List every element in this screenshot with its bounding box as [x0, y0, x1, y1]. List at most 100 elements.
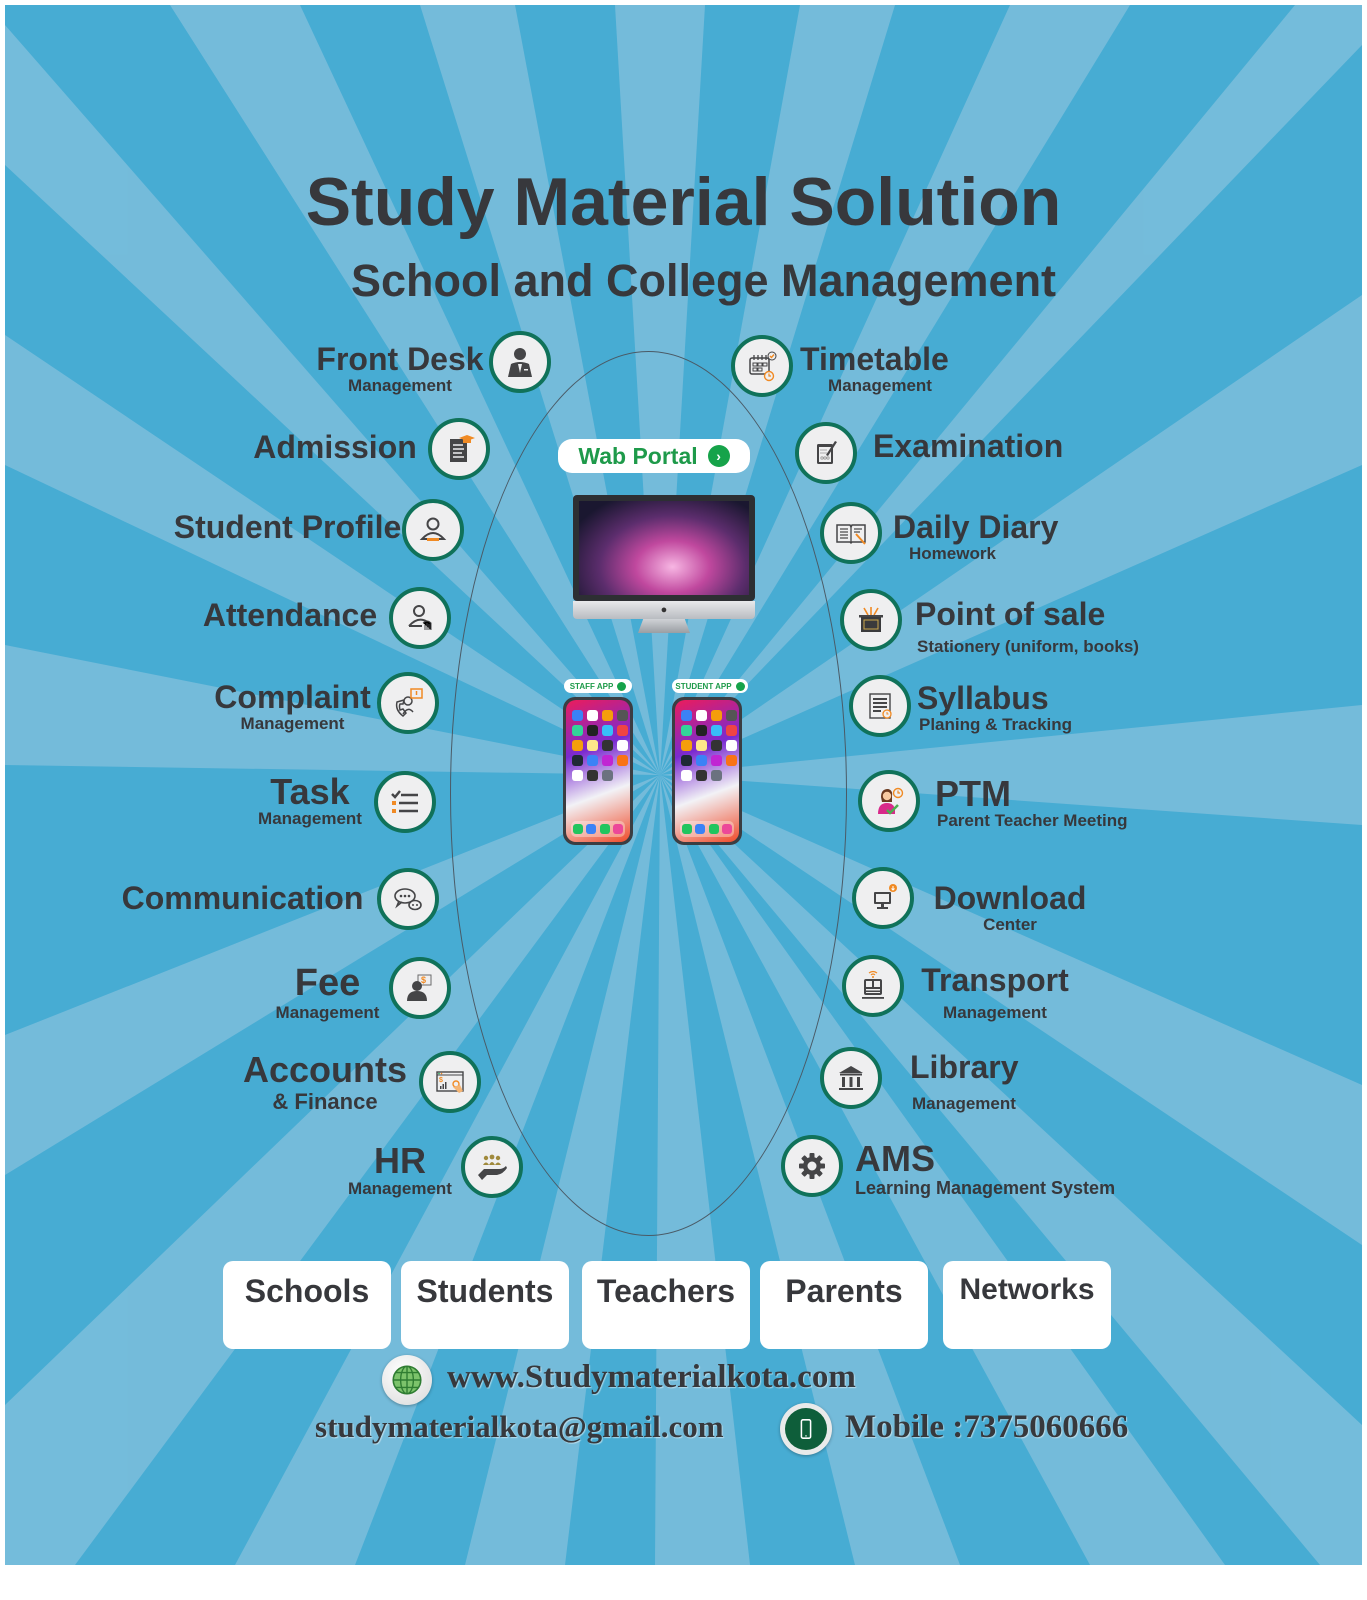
feature-title: Task — [270, 771, 350, 812]
staff-app-phone-image — [563, 697, 633, 845]
feature-timetable: Timetable Management — [800, 342, 960, 396]
feature-title: PTM — [935, 773, 1011, 814]
center-ellipse-outline — [450, 351, 847, 1236]
feature-communication: Communication — [110, 881, 375, 915]
staff-app-button[interactable]: STAFF APP — [564, 679, 632, 693]
download-monitor-icon — [852, 867, 914, 929]
page-subtitle: School and College Management — [350, 255, 1057, 306]
feature-task: Task Management — [245, 771, 375, 829]
open-book-icon — [820, 502, 882, 564]
feature-download: Download Center — [925, 881, 1095, 935]
feature-subtitle: Management — [275, 1003, 380, 1022]
svg-text:$: $ — [439, 1077, 443, 1084]
svg-text:$: $ — [421, 975, 426, 985]
page-title: Study Material Solution — [305, 164, 1062, 240]
feature-complaint: Complaint Management — [205, 680, 380, 734]
web-portal-label: Wab Portal — [578, 442, 698, 469]
fee-payment-icon: $ — [389, 957, 451, 1019]
mobile-number[interactable]: Mobile :7375060666 — [845, 1409, 1129, 1445]
feature-title: Admission — [253, 429, 417, 465]
feature-subtitle: Management — [348, 1179, 452, 1198]
feature-subtitle: Management — [348, 376, 452, 395]
bus-icon — [842, 955, 904, 1017]
fingerprint-user-icon — [389, 587, 451, 649]
feature-title: Library — [910, 1049, 1019, 1085]
audience-card-networks[interactable]: Networks — [943, 1261, 1111, 1349]
poster: Study Material Solution School and Colle… — [5, 5, 1362, 1565]
feature-admission: Admission — [245, 430, 425, 464]
audience-card-teachers[interactable]: Teachers — [582, 1261, 750, 1349]
web-portal-button[interactable]: Wab Portal › — [558, 439, 750, 473]
feature-subtitle: Learning Management System — [855, 1178, 1116, 1198]
feature-title: AMS — [855, 1138, 935, 1179]
feature-subtitle: Management — [943, 1003, 1047, 1022]
feature-student-profile: Student Profile — [170, 510, 405, 544]
feature-title: Transport — [921, 962, 1069, 998]
exam-pen-icon — [795, 422, 857, 484]
staff-app-label: STAFF APP — [569, 681, 614, 691]
parent-meeting-icon — [858, 770, 920, 832]
receptionist-icon — [489, 331, 551, 393]
checklist-icon — [374, 771, 436, 833]
chat-bubbles-icon — [377, 868, 439, 930]
feature-title: HR — [374, 1140, 426, 1181]
feature-front-desk: Front Desk Management — [310, 342, 490, 396]
audience-card-schools[interactable]: Schools — [223, 1261, 391, 1349]
feature-subtitle: Center — [983, 915, 1037, 934]
feature-daily-diary: Daily Diary Homework — [893, 510, 1073, 564]
feature-title: Complaint — [214, 679, 371, 715]
feature-subtitle: & Finance — [272, 1089, 378, 1114]
feature-syllabus: Syllabus Planing & Tracking — [917, 681, 1117, 735]
arrow-right-icon: › — [707, 445, 730, 467]
arrow-right-icon — [735, 681, 745, 691]
feature-subtitle: Planing & Tracking — [919, 715, 1073, 734]
feature-transport: Transport Management — [915, 963, 1075, 1023]
user-profile-icon — [402, 499, 464, 561]
feature-subtitle: Stationery (uniform, books) — [917, 637, 1139, 656]
feature-title: Attendance — [202, 597, 378, 633]
feature-ams: AMS Learning Management System — [855, 1138, 1145, 1199]
audience-card-students[interactable]: Students — [401, 1261, 569, 1349]
feature-title: Fee — [294, 962, 361, 1004]
feature-subtitle: Homework — [909, 544, 996, 563]
gear-icon — [781, 1135, 843, 1197]
mobile-phone-icon — [780, 1403, 832, 1455]
desktop-monitor-image: ● — [573, 495, 755, 641]
feature-subtitle: Management — [258, 809, 362, 828]
feature-examination: Examination — [873, 429, 1083, 463]
feature-title: Student Profile — [173, 509, 402, 545]
student-app-phone-image — [672, 697, 742, 845]
audience-card-parents[interactable]: Parents — [760, 1261, 928, 1349]
feature-subtitle: Management — [240, 714, 345, 733]
feature-hr: HR Management — [335, 1143, 465, 1199]
feature-title: Download — [933, 880, 1087, 916]
feature-ptm: PTM Parent Teacher Meeting — [935, 773, 1175, 831]
finance-dashboard-icon: $ — [419, 1051, 481, 1113]
calendar-clock-icon — [731, 335, 793, 397]
feature-title: Timetable — [800, 341, 949, 377]
feature-fee: Fee Management — [265, 963, 390, 1023]
feature-attendance: Attendance — [200, 598, 380, 632]
feature-point-of-sale: Point of sale Stationery (uniform, books… — [915, 597, 1175, 657]
feature-subtitle: Parent Teacher Meeting — [937, 811, 1128, 830]
feature-title: Front Desk — [316, 341, 484, 377]
student-app-label: STUDENT APP — [675, 681, 732, 691]
feature-subtitle: Management — [912, 1094, 1016, 1113]
globe-icon — [382, 1355, 432, 1405]
feature-title: Point of sale — [915, 596, 1106, 632]
feature-title: Examination — [873, 428, 1064, 464]
arrow-right-icon — [617, 681, 627, 691]
email-link[interactable]: studymaterialkota@gmail.com — [315, 1409, 724, 1444]
feature-title: Syllabus — [917, 680, 1049, 716]
feature-library: Library Management — [910, 1050, 1040, 1114]
admission-form-icon — [428, 418, 490, 480]
feature-title: Daily Diary — [893, 509, 1059, 545]
apple-logo-icon: ● — [573, 601, 755, 619]
student-app-button[interactable]: STUDENT APP — [672, 679, 748, 693]
feature-subtitle: Management — [828, 376, 932, 395]
library-building-icon — [820, 1047, 882, 1109]
feature-accounts: Accounts & Finance — [235, 1051, 415, 1115]
syllabus-list-icon — [849, 675, 911, 737]
pos-box-icon — [840, 589, 902, 651]
website-link[interactable]: www.Studymaterialkota.com — [447, 1359, 856, 1395]
